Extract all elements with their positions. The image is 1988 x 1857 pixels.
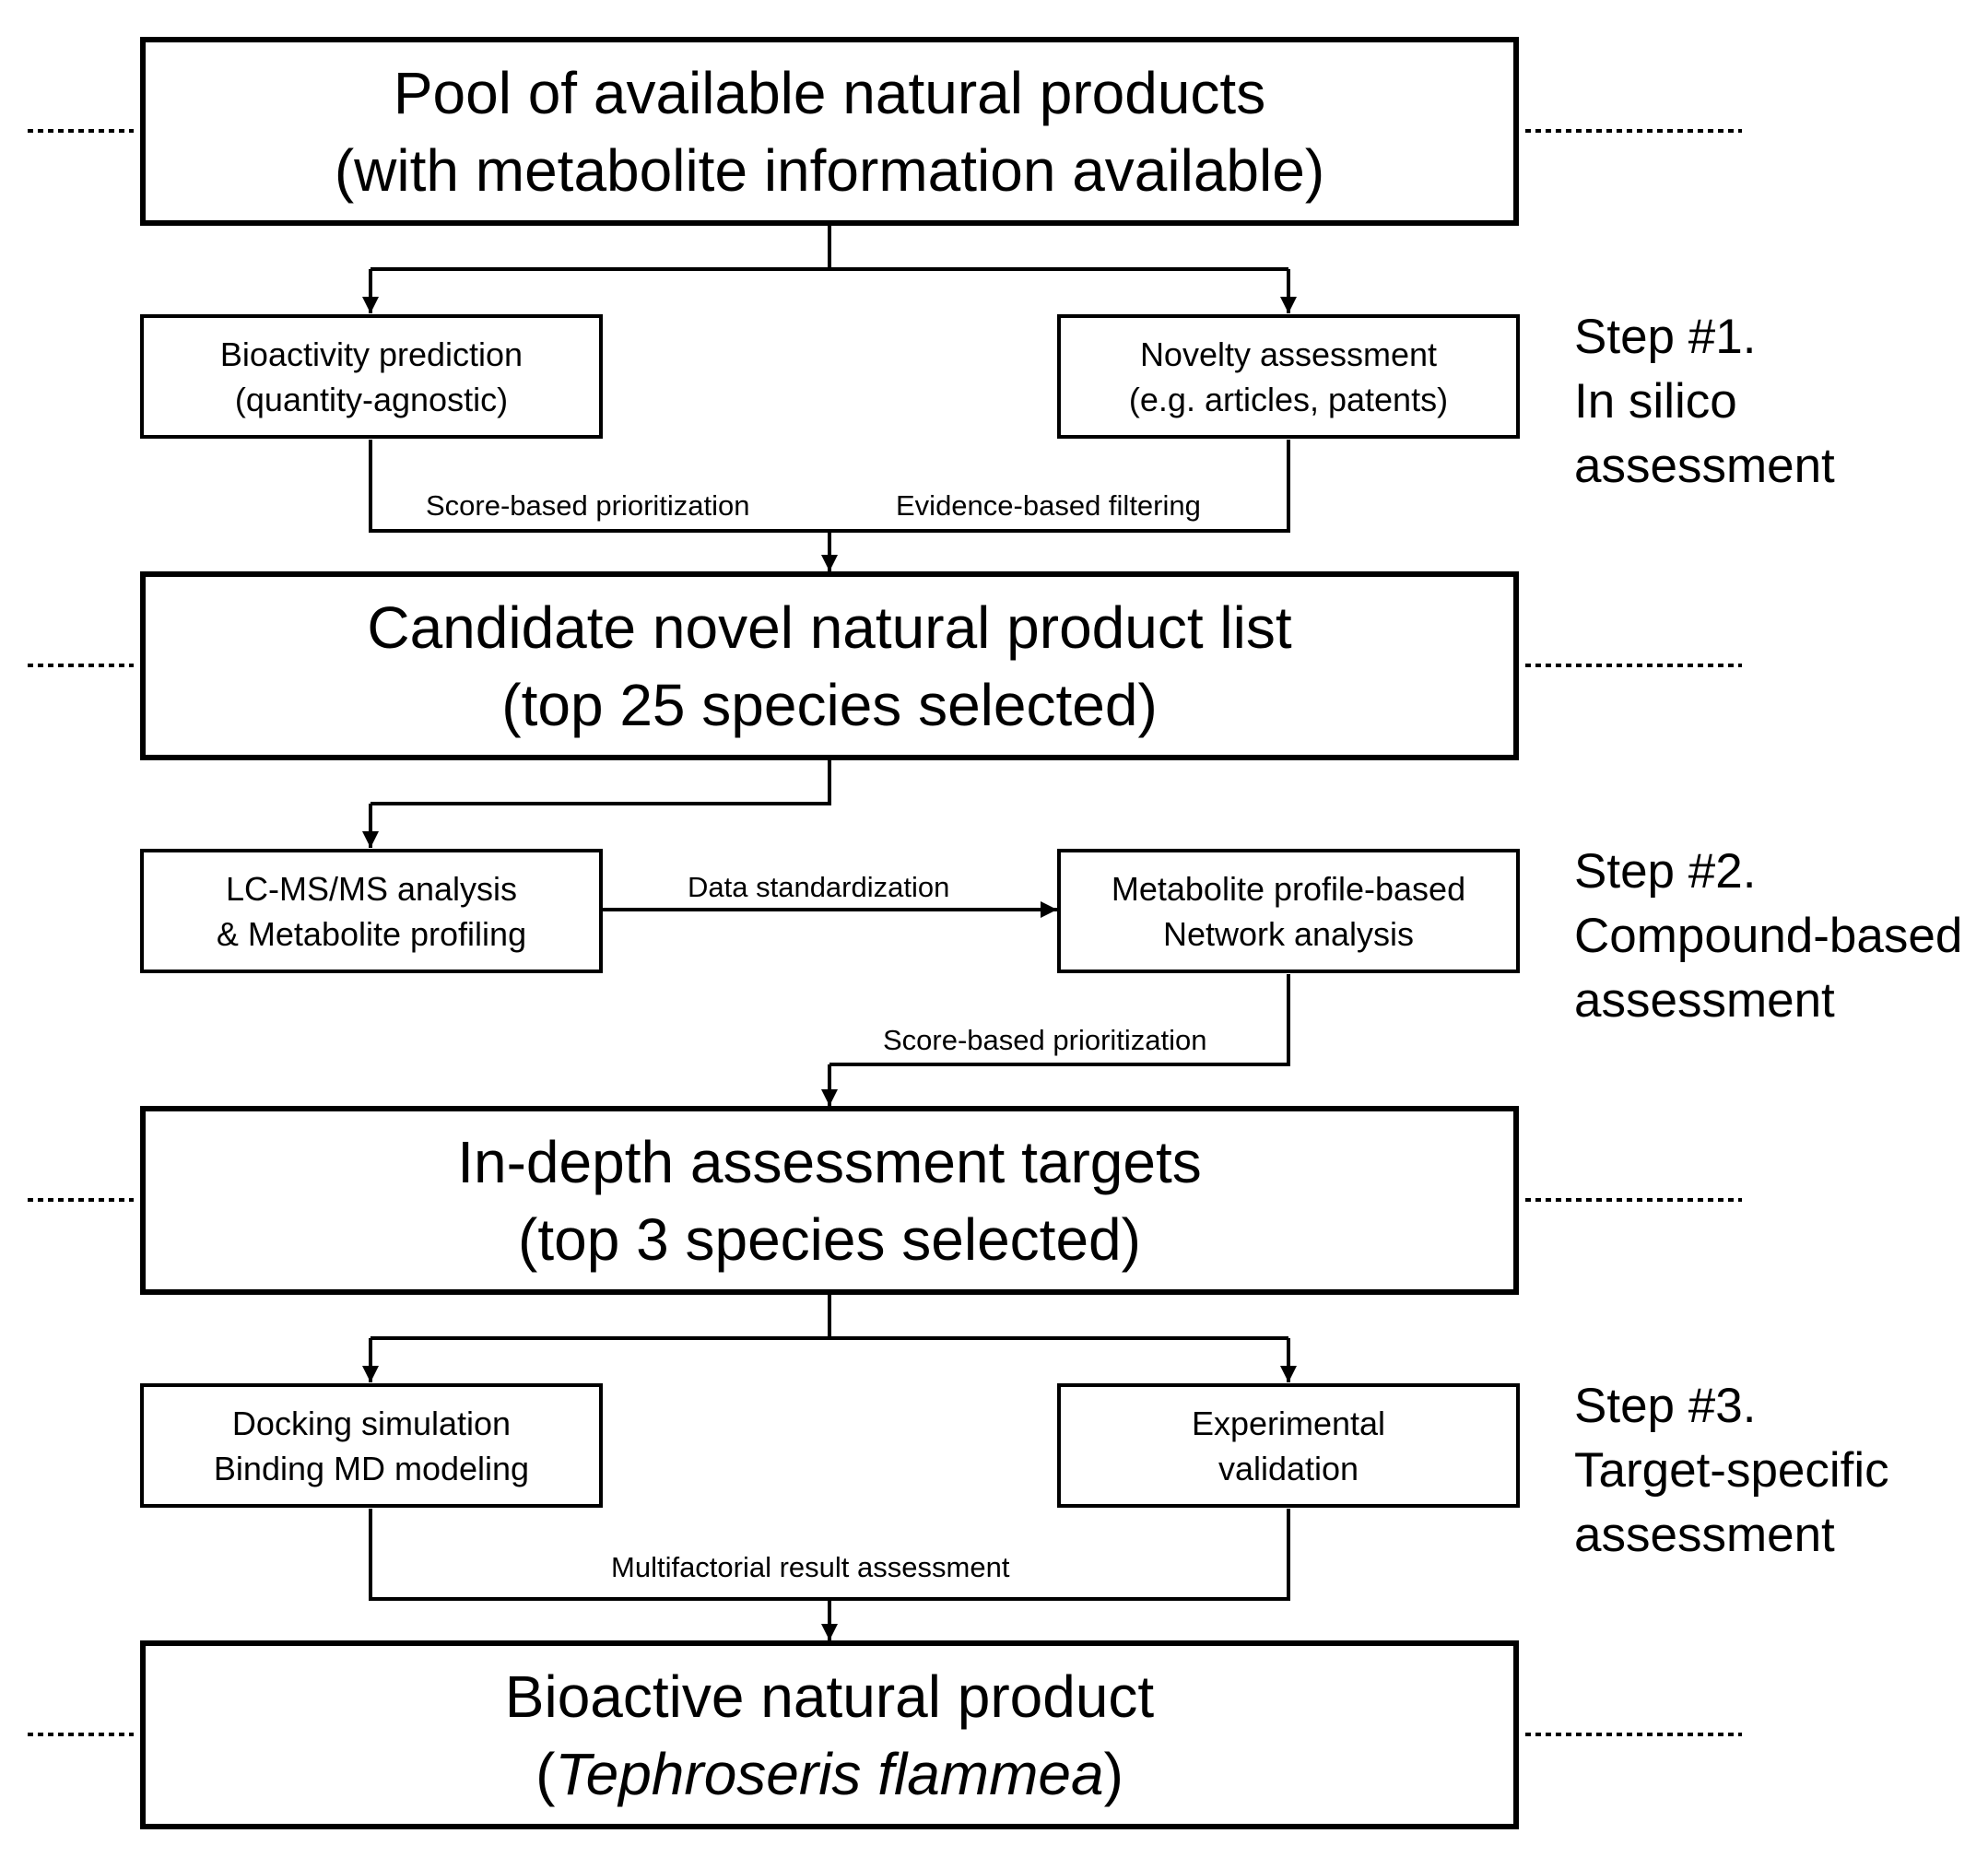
docking-line1: Docking simulation: [231, 1404, 512, 1442]
step2-title: Step #2. Compound-based assessment: [1574, 840, 1962, 1033]
network-line1: Metabolite profile-based: [1111, 869, 1466, 908]
box-lcms-analysis: LC-MS/MS analysis & Metabolite profiling: [140, 849, 603, 973]
step2-title-line2: Compound-based: [1574, 909, 1963, 963]
bioactivity-line2: (quantity-agnostic): [234, 380, 509, 418]
box-bioactivity-prediction: Bioactivity prediction (quantity-agnosti…: [140, 314, 603, 439]
label-score-based-prioritization-1: Score-based prioritization: [426, 489, 750, 522]
stage-box-result: Bioactive natural product (Tephroseris f…: [140, 1640, 1519, 1829]
step2-title-line1: Step #2.: [1574, 844, 1757, 899]
novelty-line2: (e.g. articles, patents): [1128, 380, 1449, 418]
stage-box-targets: In-depth assessment targets (top 3 speci…: [140, 1106, 1519, 1295]
box-docking-simulation: Docking simulation Binding MD modeling: [140, 1383, 603, 1508]
lcms-line1: LC-MS/MS analysis: [225, 869, 518, 908]
step1-title-line3: assessment: [1574, 439, 1835, 493]
stage-box-candidates-line2: (top 25 species selected): [501, 671, 1158, 738]
connector-stage2-down: [371, 760, 831, 805]
bioactivity-line1: Bioactivity prediction: [219, 335, 523, 373]
stage-box-pool: Pool of available natural products (with…: [140, 37, 1519, 226]
step1-title: Step #1. In silico assessment: [1574, 305, 1835, 499]
docking-line2: Binding MD modeling: [213, 1449, 530, 1487]
step1-title-line2: In silico: [1574, 374, 1737, 429]
species-name: Tephroseris flammea: [555, 1740, 1104, 1807]
paren-close: ): [1103, 1740, 1123, 1807]
box-network-analysis: Metabolite profile-based Network analysi…: [1057, 849, 1520, 973]
step3-title: Step #3. Target-specific assessment: [1574, 1374, 1889, 1568]
stage-box-pool-line2: (with metabolite information available): [334, 136, 1325, 204]
step3-title-line1: Step #3.: [1574, 1379, 1757, 1433]
box-experimental-validation: Experimental validation: [1057, 1383, 1520, 1508]
network-line2: Network analysis: [1162, 914, 1415, 953]
stage-box-targets-line1: In-depth assessment targets: [457, 1128, 1202, 1195]
stage-box-candidates-line1: Candidate novel natural product list: [367, 594, 1292, 661]
stage-box-result-line2: (Tephroseris flammea): [535, 1735, 1123, 1813]
label-evidence-based-filtering: Evidence-based filtering: [896, 489, 1201, 522]
label-score-based-prioritization-2: Score-based prioritization: [883, 1024, 1207, 1056]
experimental-line2: validation: [1218, 1449, 1359, 1487]
label-data-standardization: Data standardization: [688, 871, 950, 903]
paren-open: (: [535, 1740, 556, 1807]
novelty-line1: Novelty assessment: [1139, 335, 1438, 373]
stage-box-result-line1: Bioactive natural product: [504, 1663, 1155, 1730]
experimental-line1: Experimental: [1191, 1404, 1386, 1442]
stage-box-candidates: Candidate novel natural product list (to…: [140, 571, 1519, 760]
step1-title-line1: Step #1.: [1574, 310, 1757, 364]
lcms-line2: & Metabolite profiling: [216, 914, 527, 953]
box-novelty-assessment: Novelty assessment (e.g. articles, paten…: [1057, 314, 1520, 439]
step3-title-line3: assessment: [1574, 1508, 1835, 1562]
stage-box-targets-line2: (top 3 species selected): [518, 1205, 1141, 1273]
step3-title-line2: Target-specific: [1574, 1443, 1889, 1498]
stage-box-pool-line1: Pool of available natural products: [393, 59, 1266, 126]
label-multifactorial-assessment: Multifactorial result assessment: [611, 1551, 1010, 1583]
step2-title-line3: assessment: [1574, 973, 1835, 1028]
connector-network-out: [829, 974, 1290, 1066]
